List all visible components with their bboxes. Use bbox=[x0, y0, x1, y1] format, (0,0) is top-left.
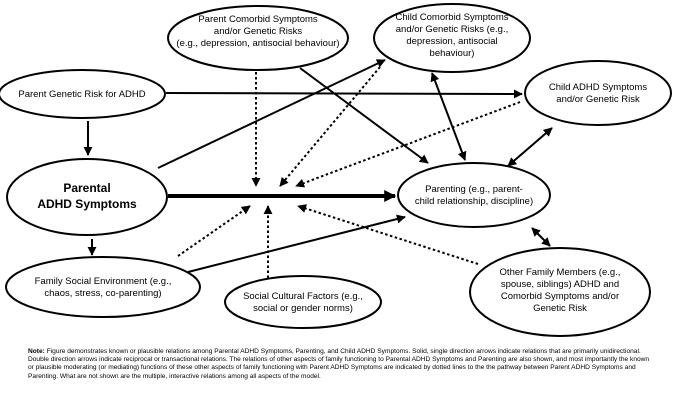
parent-comorbid-label-line: Parent Comorbid Symptoms bbox=[198, 14, 318, 25]
parental-adhd-label-line: ADHD Symptoms bbox=[37, 197, 137, 211]
child-adhd-node bbox=[524, 60, 672, 126]
social-cultural-label-line: Social Cultural Factors (e.g., bbox=[243, 291, 363, 302]
arrow-parent-comorbid-to-parenting bbox=[299, 67, 429, 164]
arrow-parenting-child-adhd bbox=[507, 127, 553, 167]
parenting-label-line: Parenting (e.g., parent- bbox=[425, 184, 523, 195]
parental-adhd-node bbox=[6, 158, 168, 236]
other-family-label-line: Genetic Risk bbox=[533, 303, 587, 314]
child-comorbid-node bbox=[373, 3, 531, 73]
parent-comorbid-label-line: (e.g., depression, antisocial behaviour) bbox=[176, 38, 339, 49]
child-comorbid-label-line: Child Comorbid Symptoms bbox=[396, 12, 509, 23]
other-family-node bbox=[469, 247, 651, 337]
family-social-label-line: chaos, stress, co-parenting) bbox=[44, 288, 161, 299]
other-family-label-line: Other Family Members (e.g., bbox=[500, 267, 621, 278]
parent-genetic-node bbox=[0, 69, 166, 119]
parenting-label-line: child relationship, discipline) bbox=[415, 196, 533, 207]
parental-adhd-label-line: Parental bbox=[63, 181, 110, 195]
dotted-family-social-to-path bbox=[177, 205, 251, 257]
arrow-genetic-to-child-adhd bbox=[165, 89, 523, 99]
figure-note: Note: Figure demonstrates known or plaus… bbox=[28, 348, 656, 381]
dotted-child-comorbid-to-path bbox=[279, 66, 381, 187]
family-social-label-line: Family Social Environment (e.g., bbox=[35, 276, 172, 287]
parent-genetic-label-line: Parent Genetic Risk for ADHD bbox=[18, 89, 145, 100]
family-social-node bbox=[5, 256, 201, 318]
parent-comorbid-label-line: and/or Genetic Risks bbox=[214, 26, 302, 37]
dotted-child-adhd-to-path bbox=[295, 101, 521, 188]
dotted-other-family-to-path bbox=[297, 204, 479, 265]
child-adhd-label-line: and/or Genetic Risk bbox=[556, 94, 640, 105]
child-comorbid-label-line: depression, antisocial bbox=[406, 36, 497, 47]
other-family-label-line: Comorbid Symptoms and/or bbox=[501, 291, 619, 302]
note-label: Note: bbox=[28, 348, 45, 355]
child-adhd-label-line: Child ADHD Symptoms bbox=[549, 82, 647, 93]
parenting-node bbox=[397, 162, 551, 228]
other-family-label-line: spouse, siblings) ADHD and bbox=[501, 279, 619, 290]
note-text: Figure demonstrates known or plausible r… bbox=[28, 348, 650, 380]
arrow-family-social-to-parenting bbox=[187, 214, 406, 273]
social-cultural-node bbox=[224, 275, 382, 329]
arrow-parenting-child-comorbid bbox=[430, 72, 467, 161]
parent-comorbid-node bbox=[167, 5, 349, 71]
arrow-parental-adhd-to-child-comorbid bbox=[157, 59, 386, 169]
child-comorbid-label-line: and/or Genetic Risks (e.g., bbox=[396, 24, 508, 35]
child-comorbid-label-line: behaviour) bbox=[430, 48, 475, 59]
arrow-parenting-other-family bbox=[531, 227, 551, 247]
social-cultural-label-line: social or gender norms) bbox=[253, 303, 353, 314]
